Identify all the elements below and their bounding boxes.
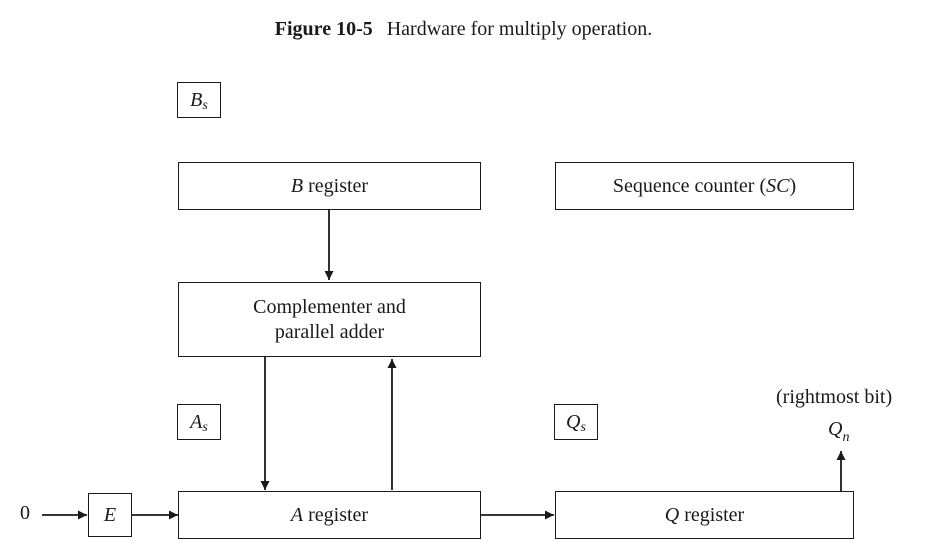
q-register: Q register — [555, 491, 854, 539]
rightmost-bit-label: (rightmost bit) — [776, 386, 893, 408]
qn-label: Qn — [828, 418, 850, 445]
b-register: B register — [178, 162, 481, 210]
sequence-counter: Sequence counter (SC) — [555, 162, 854, 210]
figure-caption: Figure 10-5 Hardware for multiply operati… — [0, 18, 927, 41]
zero-input-label: 0 — [20, 502, 30, 524]
figure-title: Hardware for multiply operation. — [386, 18, 653, 40]
complementer-parallel-adder: Complementer and parallel adder — [178, 282, 481, 357]
figure-label: Figure 10-5 — [274, 18, 373, 40]
adder-line-2: parallel adder — [274, 320, 385, 343]
e-flipflop: E — [88, 493, 132, 537]
adder-line-1: Complementer and — [253, 295, 406, 318]
a-register: A register — [178, 491, 481, 539]
